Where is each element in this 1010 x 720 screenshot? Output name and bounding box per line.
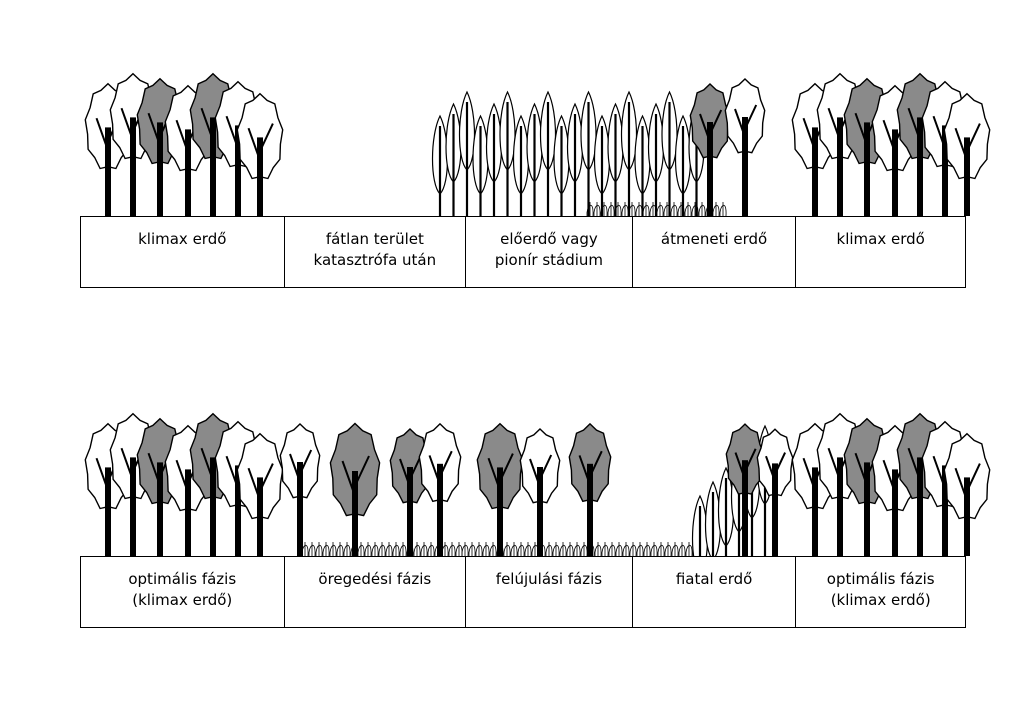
- pioneer-tree-3: [472, 114, 489, 216]
- pioneer-tree-1: [445, 102, 462, 216]
- young-tree-light: [756, 428, 794, 556]
- pioneer-tree-7: [526, 102, 543, 216]
- optimal-right-tree-6: [943, 432, 991, 556]
- pioneer-tree-13: [607, 102, 624, 216]
- pioneer-tree-6: [512, 114, 530, 216]
- transition-tree-dark: [689, 83, 731, 216]
- pioneer-tree-10: [566, 102, 584, 216]
- pioneer-tree-8: [539, 90, 557, 216]
- pioneer-tree-14: [620, 90, 638, 216]
- young-tree-dark: [725, 423, 765, 556]
- stage-label-klimax-2: klimax erdő: [836, 230, 925, 248]
- pioneer-tree-16: [647, 102, 665, 216]
- aging-tree-3: [418, 422, 462, 556]
- aging-tree-0: [279, 423, 321, 556]
- row-2-labels: optimális fázis (klimax erdő) öregedési …: [80, 556, 966, 628]
- pioneer-tree-11: [580, 90, 597, 216]
- stage-label-aging: öregedési fázis: [285, 557, 467, 627]
- regen-tree-1: [519, 428, 561, 556]
- aging-shrubs: [301, 542, 463, 557]
- stage-label-young: fiatal erdő: [633, 557, 797, 627]
- stage-label-transition: átmeneti erdő: [633, 217, 797, 287]
- pioneer-tree-12: [593, 114, 611, 216]
- pioneer-tree-0: [431, 114, 449, 216]
- aging-tree-1: [329, 422, 381, 556]
- stage-label-regeneration: felújulási fázis: [466, 557, 633, 627]
- stage-label-optimal: optimális fázis (klimax erdő): [81, 557, 285, 627]
- pioneer-tree-17: [661, 90, 678, 216]
- stage-label-klimax: klimax erdő: [81, 217, 285, 287]
- pioneer-tree-18: [674, 114, 692, 216]
- regen-shrubs: [461, 542, 700, 557]
- row-2-trees: [84, 412, 991, 560]
- pioneer-tree-9: [553, 114, 570, 216]
- transition-tree-light: [724, 78, 766, 216]
- pioneer-tree-4: [485, 102, 503, 216]
- pioneer-tree-15: [634, 114, 651, 216]
- stage-label-optimal-2: optimális fázis (klimax erdő): [826, 570, 935, 609]
- stage-label-pioneer: előerdő vagy pionír stádium: [466, 217, 633, 287]
- stage-label-clearing: fátlan terület katasztrófa után: [285, 217, 467, 287]
- row-1-trees: [84, 72, 991, 217]
- row-1-labels: klimax erdő fátlan terület katasztrófa u…: [80, 216, 966, 288]
- pioneer-tree-2: [458, 90, 476, 216]
- optimal-left-tree-6: [236, 432, 284, 556]
- klimax-left-tree-6: [236, 92, 284, 216]
- regen-tree-0: [476, 422, 524, 556]
- pioneer-tree-5: [499, 90, 516, 216]
- klimax-right-tree-6: [943, 92, 991, 216]
- regen-tree-2: [568, 422, 612, 556]
